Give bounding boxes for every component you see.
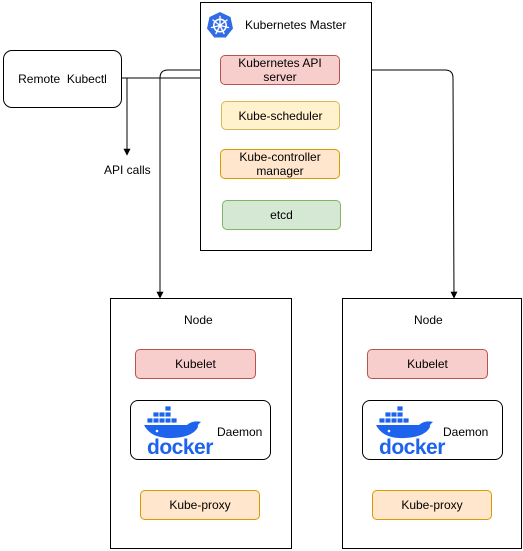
kubelet-box: Kubelet [135, 349, 256, 379]
remote-kubectl-label: Remote Kubectl [18, 72, 107, 86]
etcd-box: etcd [222, 200, 341, 230]
arrow-api-to-right-node [340, 69, 458, 299]
kube-proxy-box: Kube-proxy [372, 490, 492, 520]
kubelet-label: Kubelet [407, 357, 448, 371]
daemon-label: Daemon [217, 425, 263, 439]
daemon-label: Daemon [443, 425, 489, 439]
docker-whale-icon [143, 404, 209, 444]
docker-wordmark: docker [379, 436, 445, 459]
kubelet-label: Kubelet [175, 357, 216, 371]
kube-proxy-label: Kube-proxy [169, 498, 231, 512]
api-calls-label: API calls [104, 163, 151, 177]
kube-controller-manager-label: Kube-controller manager [239, 150, 321, 178]
kube-proxy-box: Kube-proxy [140, 490, 260, 520]
kube-scheduler-label: Kube-scheduler [238, 108, 323, 123]
kubernetes-helm-icon [206, 11, 234, 44]
node-title: Node [184, 313, 213, 327]
api-server-label: Kubernetes API server [238, 56, 322, 84]
kubernetes-master-title: Kubernetes Master [245, 18, 347, 32]
kube-scheduler-box: Kube-scheduler [221, 101, 340, 130]
etcd-label: etcd [270, 208, 293, 222]
docker-daemon-box: docker Daemon [362, 400, 503, 460]
docker-whale-icon [375, 404, 441, 444]
docker-daemon-box: docker Daemon [130, 400, 271, 460]
kube-controller-manager-box: Kube-controller manager [220, 149, 340, 179]
remote-kubectl-box: Remote Kubectl [3, 50, 122, 108]
node-title: Node [414, 313, 443, 327]
arrow-api-to-left-node [156, 69, 220, 299]
docker-wordmark: docker [147, 436, 213, 459]
kubelet-box: Kubelet [367, 349, 488, 379]
kube-proxy-label: Kube-proxy [401, 498, 463, 512]
api-server-box: Kubernetes API server [220, 55, 340, 85]
